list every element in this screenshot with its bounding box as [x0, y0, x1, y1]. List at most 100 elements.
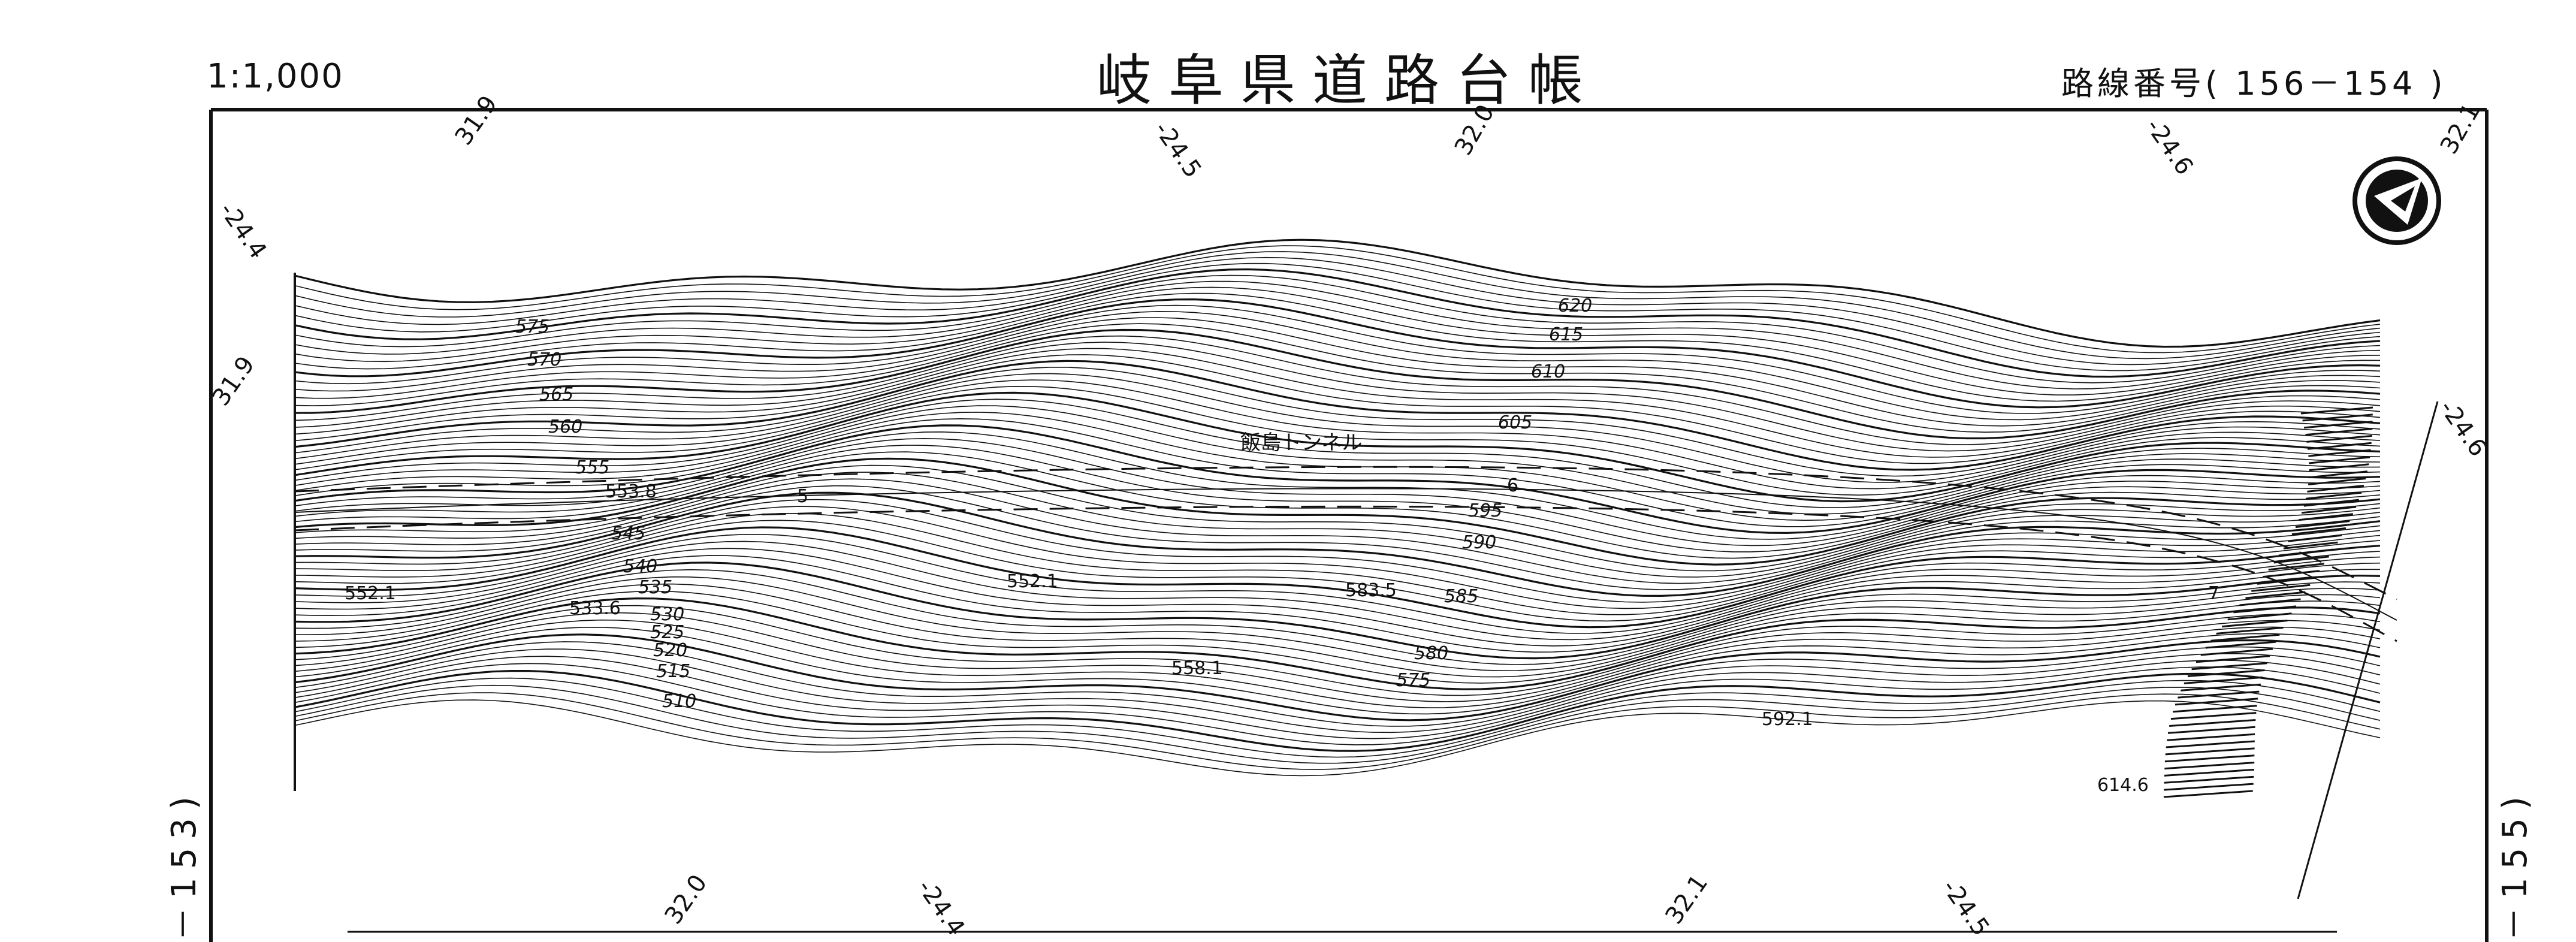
contour-label: 515: [656, 661, 690, 682]
contour-label: 585: [1444, 586, 1478, 607]
contour-line: [294, 663, 2381, 745]
contour-line: [294, 677, 2381, 758]
contour-line: [294, 534, 2381, 634]
contour-label: 520: [653, 640, 687, 661]
slope-hatch-line: [2164, 768, 2254, 777]
contour-line: [294, 626, 2381, 715]
contour-line: [294, 304, 2381, 414]
contour-line: [294, 256, 2381, 366]
contour-line: [294, 268, 2381, 378]
contour-line: [294, 348, 2381, 458]
contour-line: [294, 633, 2381, 721]
spot-height: 553.8: [605, 481, 657, 502]
slope-hatch-line: [2175, 698, 2258, 706]
slope-hatch-line: [2303, 421, 2373, 429]
slope-hatch-line: [2164, 762, 2255, 770]
contour-line: [294, 569, 2381, 665]
slope-hatch-line: [2245, 591, 2306, 599]
grid-label: 32.1: [1660, 869, 1714, 929]
slope-hatch-line: [2239, 598, 2301, 606]
slope-hatch-line: [2181, 683, 2261, 692]
contour-line: [294, 405, 2381, 515]
contour-lines: [294, 238, 2381, 777]
slope-hatch-line: [2306, 434, 2372, 443]
grid-label: 32.1: [2435, 99, 2486, 159]
slope-hatch-line: [2178, 690, 2260, 699]
contour-line: [294, 457, 2381, 566]
contour-label: 595: [1468, 500, 1502, 521]
contour-line: [294, 245, 2381, 354]
contour-line: [294, 506, 2381, 609]
contour-line: [294, 597, 2381, 690]
contour-line: [294, 648, 2381, 733]
contour-line: [294, 699, 2381, 777]
slope-hatch-line: [2227, 612, 2292, 621]
contour-label: 525: [650, 622, 684, 643]
contour-line: [294, 317, 2381, 427]
slope-hatch-line: [2309, 456, 2370, 464]
station-marker: 6: [1507, 475, 1518, 496]
station-marker: 7: [2208, 583, 2219, 604]
slope-hatch-line: [2163, 790, 2253, 798]
contour-line: [294, 298, 2381, 409]
contour-line: [294, 286, 2381, 395]
contour-line: [294, 328, 2381, 440]
contour-label: 620: [1558, 295, 1592, 316]
grid-label: -24.4: [214, 197, 272, 264]
slope-hatch-line: [2307, 442, 2372, 450]
contour-label: 565: [539, 384, 573, 405]
contour-label: 535: [638, 577, 672, 598]
slope-hatch-line: [2165, 747, 2255, 756]
contour-line: [294, 520, 2381, 622]
route-number: 路線番号( 156－154 ): [2061, 65, 2447, 102]
slope-hatch-line: [2210, 633, 2280, 642]
tunnel-label: 飯島トンネル: [1240, 431, 1362, 455]
contour-label: 510: [662, 691, 696, 712]
slope-hatch-line: [2309, 463, 2369, 472]
slope-hatch-line: [2263, 570, 2320, 578]
contour-line: [294, 478, 2381, 584]
slope-hatch-line: [2169, 719, 2256, 727]
map-title: 岐阜県道路台帳: [1097, 49, 1600, 113]
survey-boundary-right: [2297, 401, 2439, 899]
contour-line: [294, 292, 2381, 402]
station-marker: 5: [797, 486, 808, 507]
slope-hatch-line: [2307, 484, 2364, 493]
contour-line: [294, 590, 2381, 684]
grid-label: -24.6: [2434, 395, 2492, 461]
slope-hatch-line: [2196, 655, 2270, 663]
contour-line: [294, 692, 2381, 770]
contour-line: [294, 354, 2381, 464]
slope-hatch-line: [2187, 669, 2265, 677]
contour-line: [294, 280, 2381, 390]
slope-hatch-line: [2308, 478, 2366, 485]
slope-hatch-line: [2170, 712, 2257, 720]
contour-label: 610: [1531, 361, 1565, 382]
contour-line: [294, 464, 2381, 572]
slope-hatch-line: [2283, 541, 2338, 550]
contour-line: [294, 391, 2381, 503]
slope-hatch-line: [2257, 576, 2315, 585]
grid-label: -24.5: [1149, 116, 1207, 183]
contour-label: 555: [575, 457, 609, 478]
slope-hatch-line: [2251, 584, 2311, 592]
contour-line: [294, 251, 2381, 360]
spot-height: 533.6: [569, 598, 621, 619]
contour-line: [294, 555, 2381, 653]
contour-line: [294, 379, 2381, 490]
contour-label: 545: [611, 523, 645, 544]
contour-label: 575: [1396, 670, 1430, 691]
contour-line: [294, 360, 2381, 471]
slope-hatch-line: [2291, 527, 2347, 535]
grid-label: 31.9: [207, 351, 261, 410]
contour-label: 540: [623, 556, 657, 577]
slope-hatch-line: [2303, 499, 2359, 507]
contour-line: [294, 367, 2381, 477]
slope-hatch-line: [2173, 705, 2257, 713]
spot-height: 614.6: [2097, 775, 2149, 796]
contour-label: 530: [650, 604, 684, 625]
slope-hatch-line: [2273, 555, 2329, 564]
contour-line: [294, 424, 2381, 535]
contour-label: 560: [548, 416, 582, 437]
north-arrow-icon: [2352, 156, 2441, 245]
